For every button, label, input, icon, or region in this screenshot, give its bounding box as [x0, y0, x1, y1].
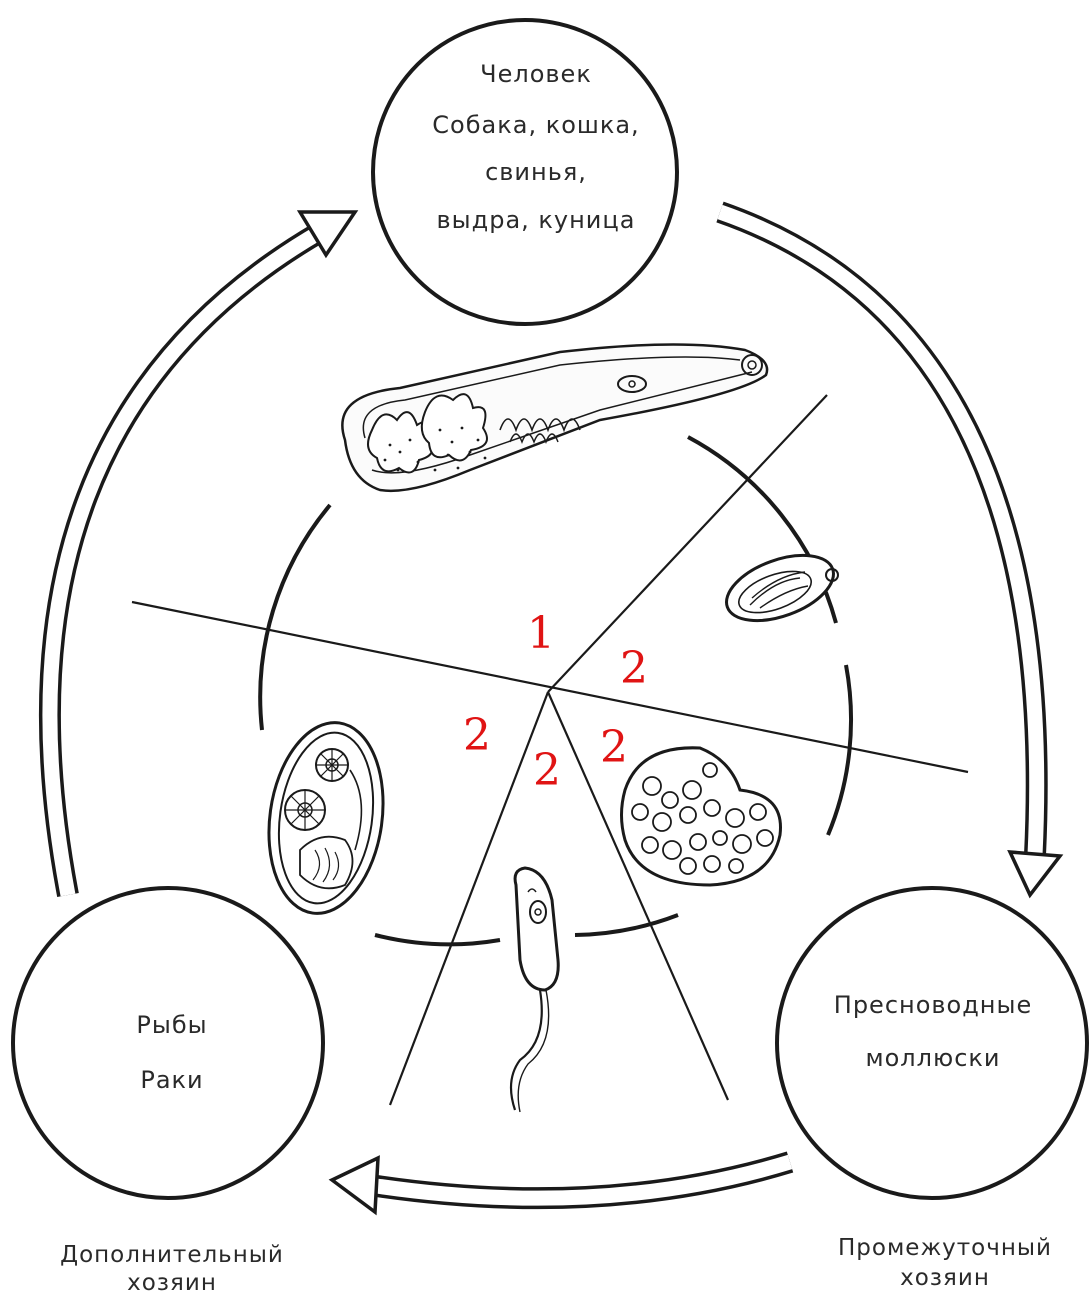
host-line: выдра, куница — [437, 206, 636, 234]
stage-label: 2 — [463, 710, 491, 761]
host-line: Раки — [140, 1066, 203, 1094]
cercaria-icon — [511, 868, 558, 1112]
stage-label: 2 — [600, 722, 628, 773]
adult-fluke-icon — [342, 344, 767, 490]
metacercaria-cyst-icon — [257, 715, 395, 921]
additional-host-circle — [13, 888, 323, 1198]
stage-label: 2 — [620, 643, 648, 694]
host-line: Рыбы — [136, 1011, 207, 1039]
host-line: моллюски — [866, 1044, 1001, 1072]
additional-host-caption: Дополнительный — [60, 1242, 284, 1268]
additional-host-caption: хозяин — [127, 1270, 217, 1296]
egg-icon — [718, 543, 842, 634]
host-line: свинья, — [485, 158, 587, 186]
host-line: Собака, кошка, — [432, 111, 639, 139]
sporocyst-icon — [622, 748, 781, 885]
intermediate-host-caption: Промежуточный — [838, 1235, 1052, 1261]
stage-label: 1 — [527, 608, 555, 659]
intermediate-host: Пресноводные моллюски — [777, 888, 1087, 1198]
stage-label: 2 — [533, 745, 561, 796]
intermediate-host-circle — [777, 888, 1087, 1198]
arrow-to-intermediate — [720, 212, 1060, 895]
host-line: Пресноводные — [834, 991, 1032, 1019]
arrow-to-additional — [332, 1158, 790, 1212]
intermediate-host-caption: хозяин — [900, 1265, 990, 1291]
host-line: Человек — [480, 60, 592, 88]
additional-host: Рыбы Раки — [13, 888, 323, 1198]
definitive-host: Человек Собака, кошка, свинья, выдра, ку… — [373, 20, 677, 324]
